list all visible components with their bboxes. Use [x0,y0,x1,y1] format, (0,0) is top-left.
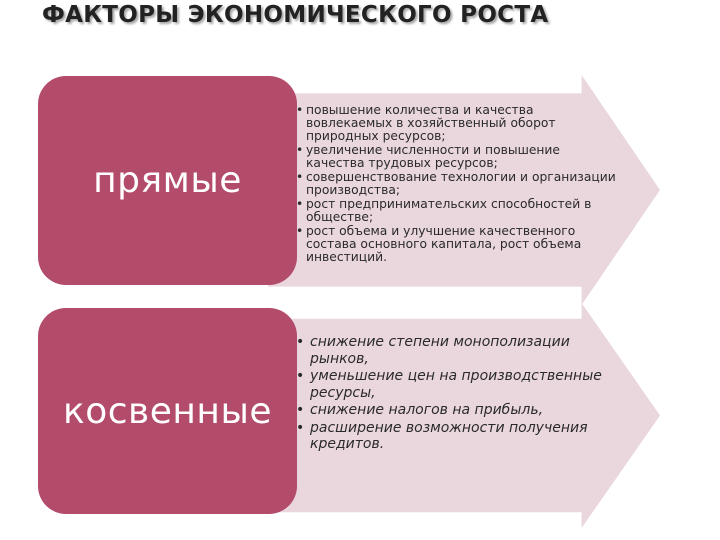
list-item: рост предпринимательских способностей в … [296,198,616,224]
list-item: совершенствование технологии и организац… [296,171,616,197]
list-item: снижение налогов на прибыль, [296,402,616,419]
list-item: уменьшение цен на производственные ресур… [296,368,616,401]
indirect-factors-list: снижение степени монополизации рынков, у… [296,334,616,454]
list-item: снижение степени монополизации рынков, [296,334,616,367]
category-box-indirect: косвенные [38,308,297,514]
category-label-indirect: косвенные [62,390,273,432]
category-label-direct: прямые [93,160,242,201]
list-item: расширение возможности получения кредито… [296,420,616,453]
list-item: рост объема и улучшение качественного со… [296,225,616,264]
category-box-direct: прямые [38,76,297,285]
list-item: увеличение численности и повышение качес… [296,144,616,170]
direct-factors-list: повышение количества и качества вовлекае… [296,104,616,265]
list-item: повышение количества и качества вовлекае… [296,104,616,143]
page-title: ФАКТОРЫ ЭКОНОМИЧЕСКОГО РОСТА [42,2,549,28]
